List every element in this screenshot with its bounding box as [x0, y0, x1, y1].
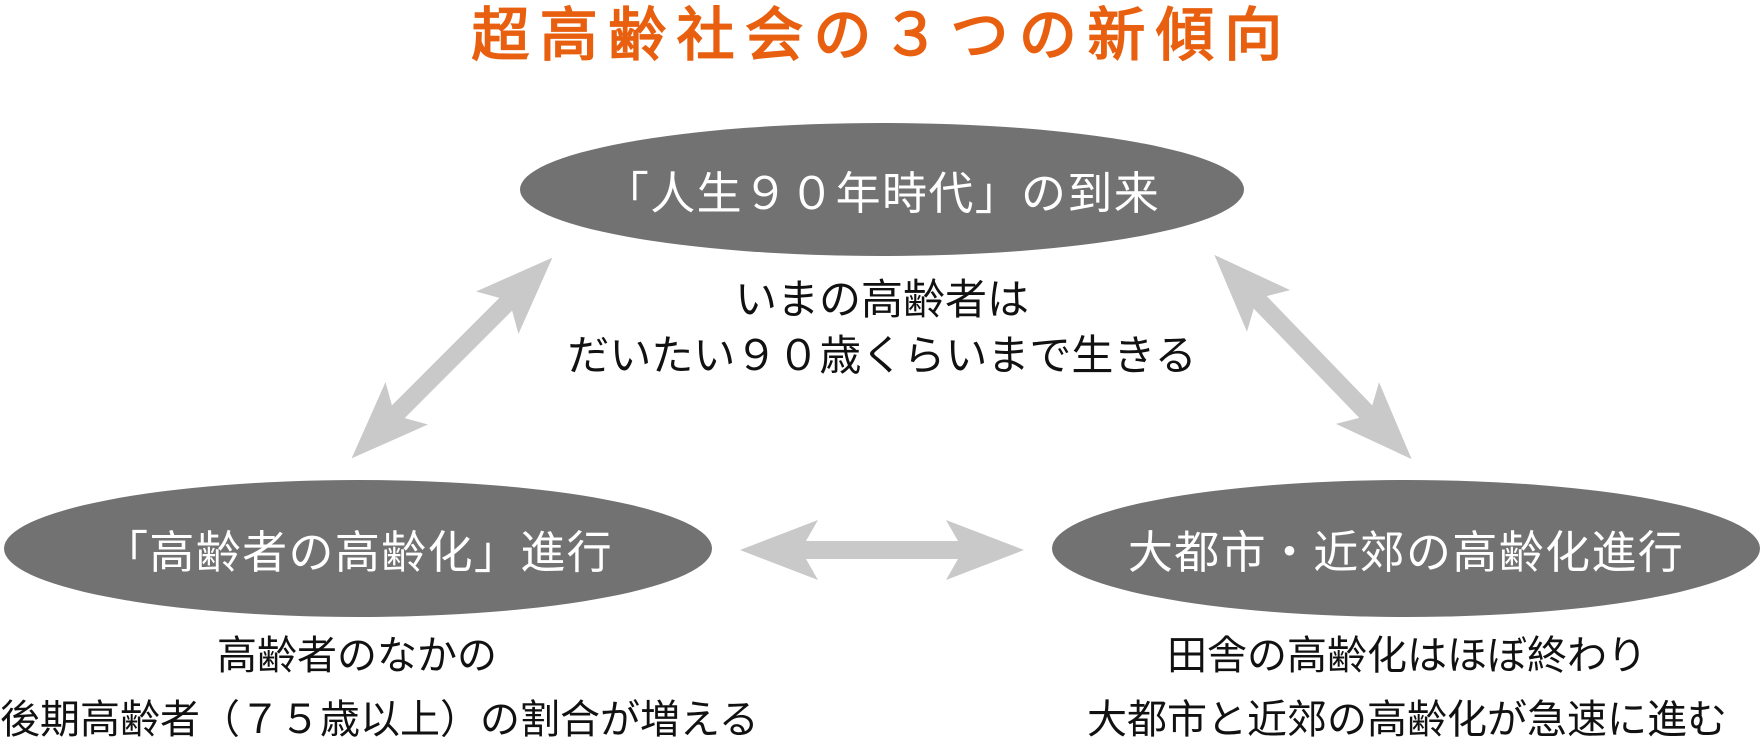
node-life-90-era-label: 「人生９０年時代」の到来	[603, 168, 1161, 219]
node-life-90-era: 「人生９０年時代」の到来	[520, 123, 1244, 256]
node-aging-of-elderly: 「高齢者の高齢化」進行	[4, 480, 712, 617]
caption-aging-of-elderly: 高齢者のなかの 後期高齢者（７５歳以上）の割合が増える	[0, 624, 759, 751]
node-metro-suburb-aging: 大都市・近郊の高齢化進行	[1052, 480, 1760, 617]
caption-metro-suburb-aging-line-2: 大都市と近郊の高齢化が急速に進む	[1087, 698, 1727, 742]
caption-aging-of-elderly-line-1: 高齢者のなかの	[217, 634, 497, 678]
diagram-title: 超高齢社会の３つの新傾向	[471, 3, 1293, 68]
caption-life-90-era: いまの高齢者は だいたい９０歳くらいまで生きる	[432, 272, 1332, 384]
double-arrow-top-bottomright-icon	[1214, 254, 1412, 460]
double-arrow-bottomleft-bottomright-icon	[740, 520, 1024, 580]
caption-metro-suburb-aging: 田舎の高齢化はほぼ終わり 大都市と近郊の高齢化が急速に進む	[1050, 624, 1764, 751]
node-metro-suburb-aging-label: 大都市・近郊の高齢化進行	[1127, 527, 1685, 578]
caption-aging-of-elderly-line-2: 後期高齢者（７５歳以上）の割合が増える	[0, 698, 759, 742]
caption-metro-suburb-aging-line-1: 田舎の高齢化はほぼ終わり	[1167, 634, 1647, 678]
double-arrow-top-bottomleft-icon	[351, 257, 553, 459]
caption-life-90-era-line-1: いまの高齢者は	[734, 276, 1029, 323]
caption-life-90-era-line-2: だいたい９０歳くらいまで生きる	[567, 332, 1197, 379]
node-aging-of-elderly-label: 「高齢者の高齢化」進行	[103, 527, 613, 578]
